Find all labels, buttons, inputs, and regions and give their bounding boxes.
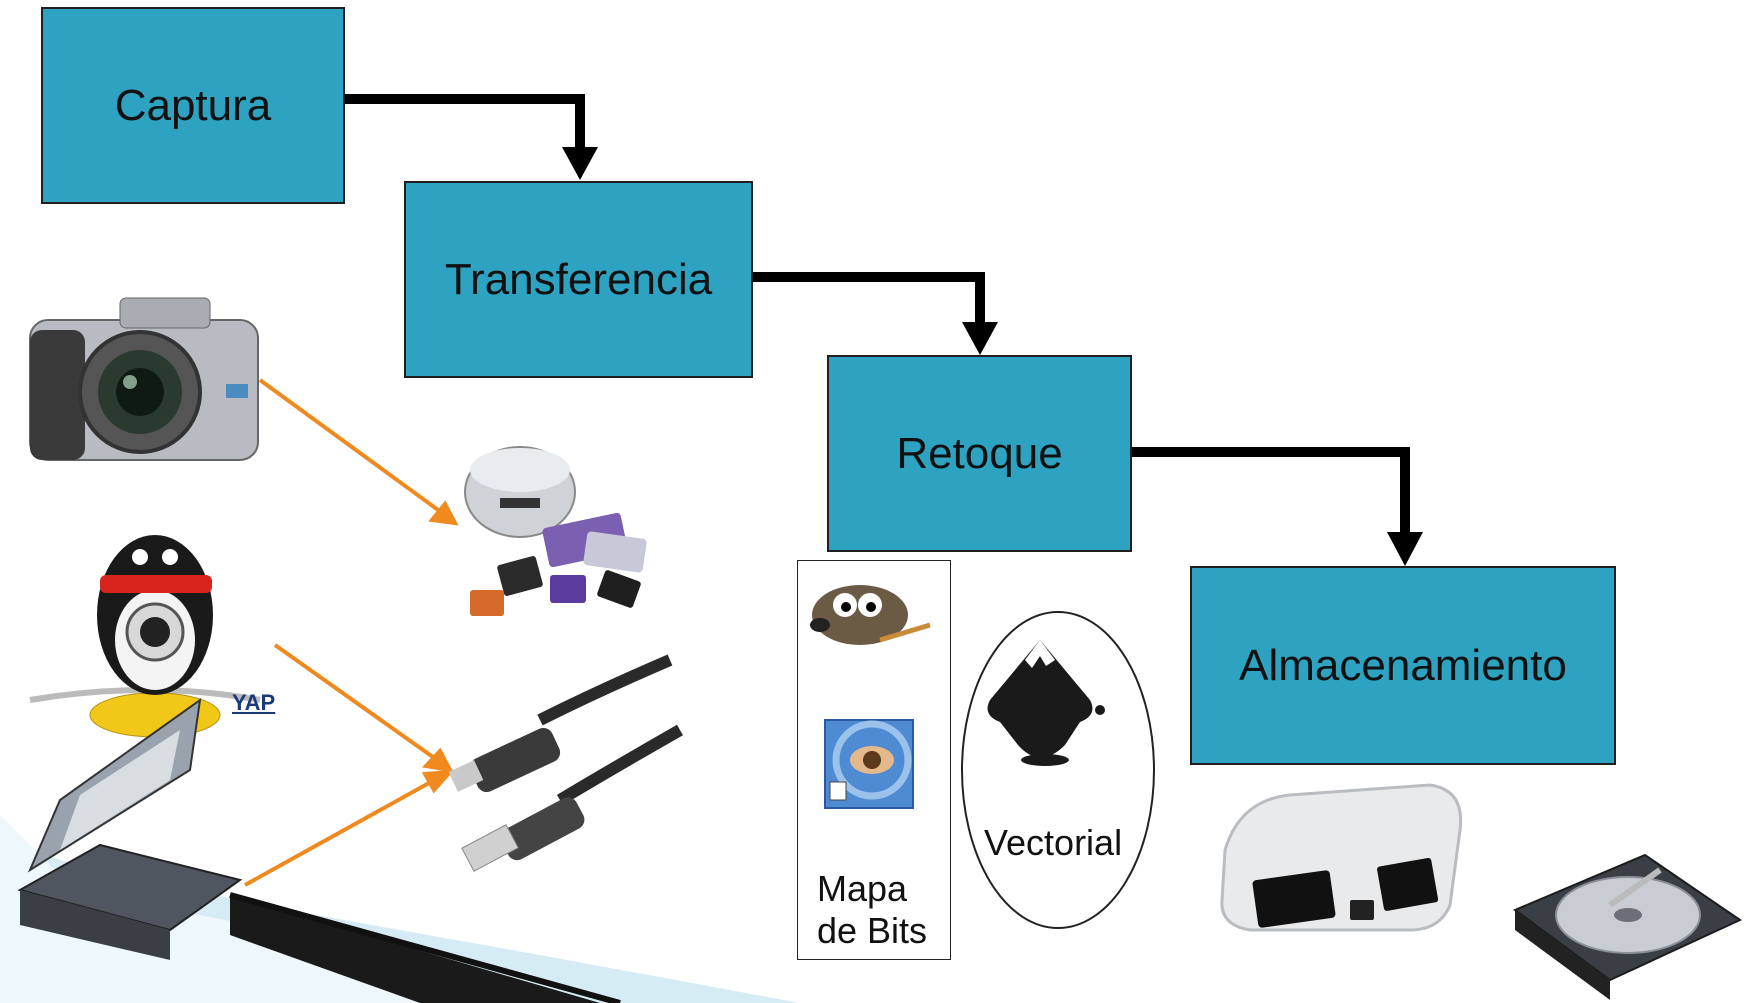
usb-cable-icon	[448, 654, 683, 872]
digital-camera-icon	[29, 297, 259, 461]
scanner-icon	[17, 697, 243, 960]
card-reader-icon	[464, 446, 647, 616]
webcam-brand-label: YAP	[232, 690, 276, 715]
arrow-head-transferencia	[562, 147, 598, 180]
step-transferencia-box: Transferencia	[404, 181, 753, 378]
arrow-camera-to-reader	[258, 378, 447, 517]
step-captura-label: Captura	[114, 80, 272, 130]
vector-label: Vectorial	[984, 822, 1123, 863]
hard-drive-icon	[1512, 853, 1743, 1000]
webcam-icon	[29, 535, 261, 738]
arrow-scanner-to-usb	[244, 776, 439, 887]
arrow-webcam-to-usb	[273, 643, 442, 764]
arrow-retoque-to-almacenamiento	[1131, 447, 1410, 535]
step-almacenamiento-label: Almacenamiento	[1239, 640, 1567, 690]
step-almacenamiento-box: Almacenamiento	[1190, 566, 1616, 765]
step-captura-box: Captura	[41, 7, 345, 204]
gimp-icon	[810, 585, 931, 645]
arrow-transferencia-to-retoque	[752, 272, 985, 325]
step-retoque-label: Retoque	[896, 428, 1063, 478]
inkscape-icon	[987, 640, 1105, 766]
arrow-head-retoque	[962, 322, 998, 355]
bitmap-label: Mapa de Bits	[817, 868, 928, 951]
arrow-head-almacenamiento	[1387, 532, 1423, 566]
micro-sd-card-icon	[1220, 783, 1463, 932]
photoshop-icon	[824, 719, 914, 809]
arrow-captura-to-transferencia	[344, 94, 585, 150]
step-transferencia-label: Transferencia	[444, 254, 713, 304]
step-retoque-box: Retoque	[827, 355, 1132, 552]
